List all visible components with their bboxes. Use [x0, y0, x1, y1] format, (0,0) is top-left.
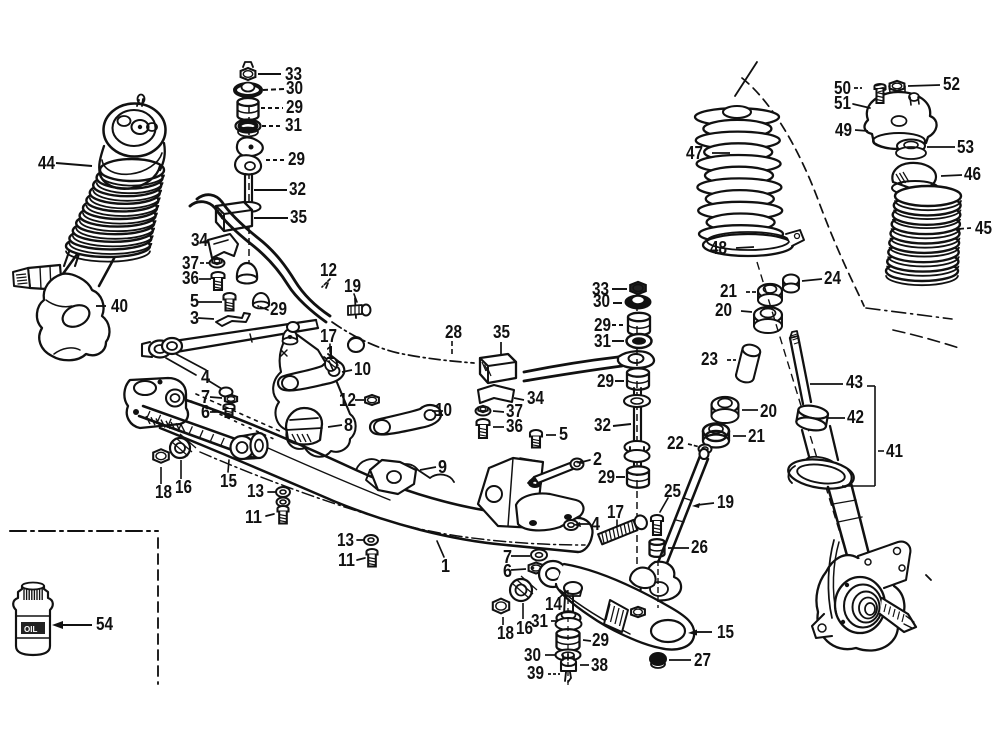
- svg-text:29: 29: [288, 149, 305, 169]
- svg-text:13: 13: [337, 530, 354, 550]
- svg-text:21: 21: [748, 426, 765, 446]
- svg-text:49: 49: [835, 120, 852, 140]
- svg-text:26: 26: [691, 537, 708, 557]
- svg-text:34: 34: [191, 230, 208, 250]
- svg-text:41: 41: [886, 441, 903, 461]
- svg-text:24: 24: [824, 268, 841, 288]
- svg-text:32: 32: [594, 415, 611, 435]
- svg-text:23: 23: [701, 349, 718, 369]
- svg-text:40: 40: [111, 296, 128, 316]
- svg-text:29: 29: [597, 371, 614, 391]
- svg-text:11: 11: [245, 507, 262, 527]
- svg-text:21: 21: [720, 281, 737, 301]
- svg-text:31: 31: [594, 331, 611, 351]
- svg-text:4: 4: [201, 367, 210, 387]
- svg-text:31: 31: [285, 115, 302, 135]
- svg-text:9: 9: [438, 457, 447, 477]
- svg-text:45: 45: [975, 218, 992, 238]
- svg-text:30: 30: [593, 291, 610, 311]
- svg-text:10: 10: [435, 400, 452, 420]
- svg-text:4: 4: [591, 514, 600, 534]
- svg-text:19: 19: [344, 276, 361, 296]
- svg-text:51: 51: [834, 93, 851, 113]
- svg-text:36: 36: [506, 416, 523, 436]
- svg-text:31: 31: [531, 611, 548, 631]
- svg-text:32: 32: [289, 179, 306, 199]
- svg-text:30: 30: [286, 78, 303, 98]
- svg-text:2: 2: [593, 449, 602, 469]
- svg-text:53: 53: [957, 137, 974, 157]
- svg-text:20: 20: [715, 300, 732, 320]
- svg-text:29: 29: [270, 299, 287, 319]
- svg-text:1: 1: [326, 343, 335, 363]
- svg-text:6: 6: [503, 561, 512, 581]
- svg-text:48: 48: [710, 238, 727, 258]
- svg-text:8: 8: [344, 415, 353, 435]
- svg-text:22: 22: [667, 433, 684, 453]
- svg-text:12: 12: [339, 390, 356, 410]
- svg-text:29: 29: [598, 467, 615, 487]
- svg-text:OIL: OIL: [24, 625, 37, 634]
- svg-text:3: 3: [190, 308, 199, 328]
- svg-text:29: 29: [592, 630, 609, 650]
- svg-text:11: 11: [338, 550, 355, 570]
- svg-text:44: 44: [38, 153, 55, 173]
- svg-text:28: 28: [445, 322, 462, 342]
- svg-text:27: 27: [694, 650, 711, 670]
- svg-text:16: 16: [175, 477, 192, 497]
- svg-text:15: 15: [220, 471, 237, 491]
- svg-text:17: 17: [607, 502, 624, 522]
- svg-text:19: 19: [717, 492, 734, 512]
- svg-text:38: 38: [591, 655, 608, 675]
- svg-text:5: 5: [559, 424, 568, 444]
- svg-text:12: 12: [320, 260, 337, 280]
- svg-text:36: 36: [182, 268, 199, 288]
- svg-text:54: 54: [96, 614, 113, 634]
- svg-text:6: 6: [201, 402, 210, 422]
- svg-text:42: 42: [847, 407, 864, 427]
- svg-text:1: 1: [441, 556, 450, 576]
- svg-text:25: 25: [664, 481, 681, 501]
- svg-text:15: 15: [717, 622, 734, 642]
- svg-text:16: 16: [516, 618, 533, 638]
- svg-text:13: 13: [247, 481, 264, 501]
- svg-text:30: 30: [524, 645, 541, 665]
- svg-text:43: 43: [846, 372, 863, 392]
- svg-text:34: 34: [527, 388, 544, 408]
- svg-text:35: 35: [493, 322, 510, 342]
- svg-text:35: 35: [290, 207, 307, 227]
- svg-text:10: 10: [354, 359, 371, 379]
- svg-text:18: 18: [497, 623, 514, 643]
- svg-text:52: 52: [943, 74, 960, 94]
- svg-text:18: 18: [155, 482, 172, 502]
- svg-text:29: 29: [286, 97, 303, 117]
- svg-text:20: 20: [760, 401, 777, 421]
- svg-text:47: 47: [686, 143, 703, 163]
- svg-text:39: 39: [527, 663, 544, 683]
- svg-text:46: 46: [964, 164, 981, 184]
